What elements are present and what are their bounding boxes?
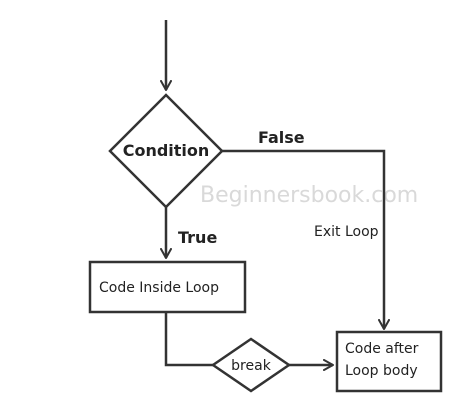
false-label: False bbox=[258, 128, 305, 147]
code-after-line1: Code after bbox=[345, 341, 419, 357]
false-edge bbox=[222, 149, 390, 330]
code-inside-loop-box bbox=[88, 260, 247, 314]
true-label: True bbox=[178, 228, 217, 247]
break-label: break bbox=[231, 358, 272, 374]
break-diamond bbox=[210, 337, 292, 393]
condition-label: Condition bbox=[123, 141, 210, 160]
code-after-line2: Loop body bbox=[345, 363, 418, 379]
code-inside-loop-label: Code Inside Loop bbox=[99, 280, 219, 296]
inside-to-break-edge bbox=[164, 312, 213, 367]
watermark: Beginnersbook.com bbox=[200, 183, 418, 208]
exit-loop-label: Exit Loop bbox=[314, 224, 379, 240]
code-after-loop-box bbox=[335, 330, 443, 393]
